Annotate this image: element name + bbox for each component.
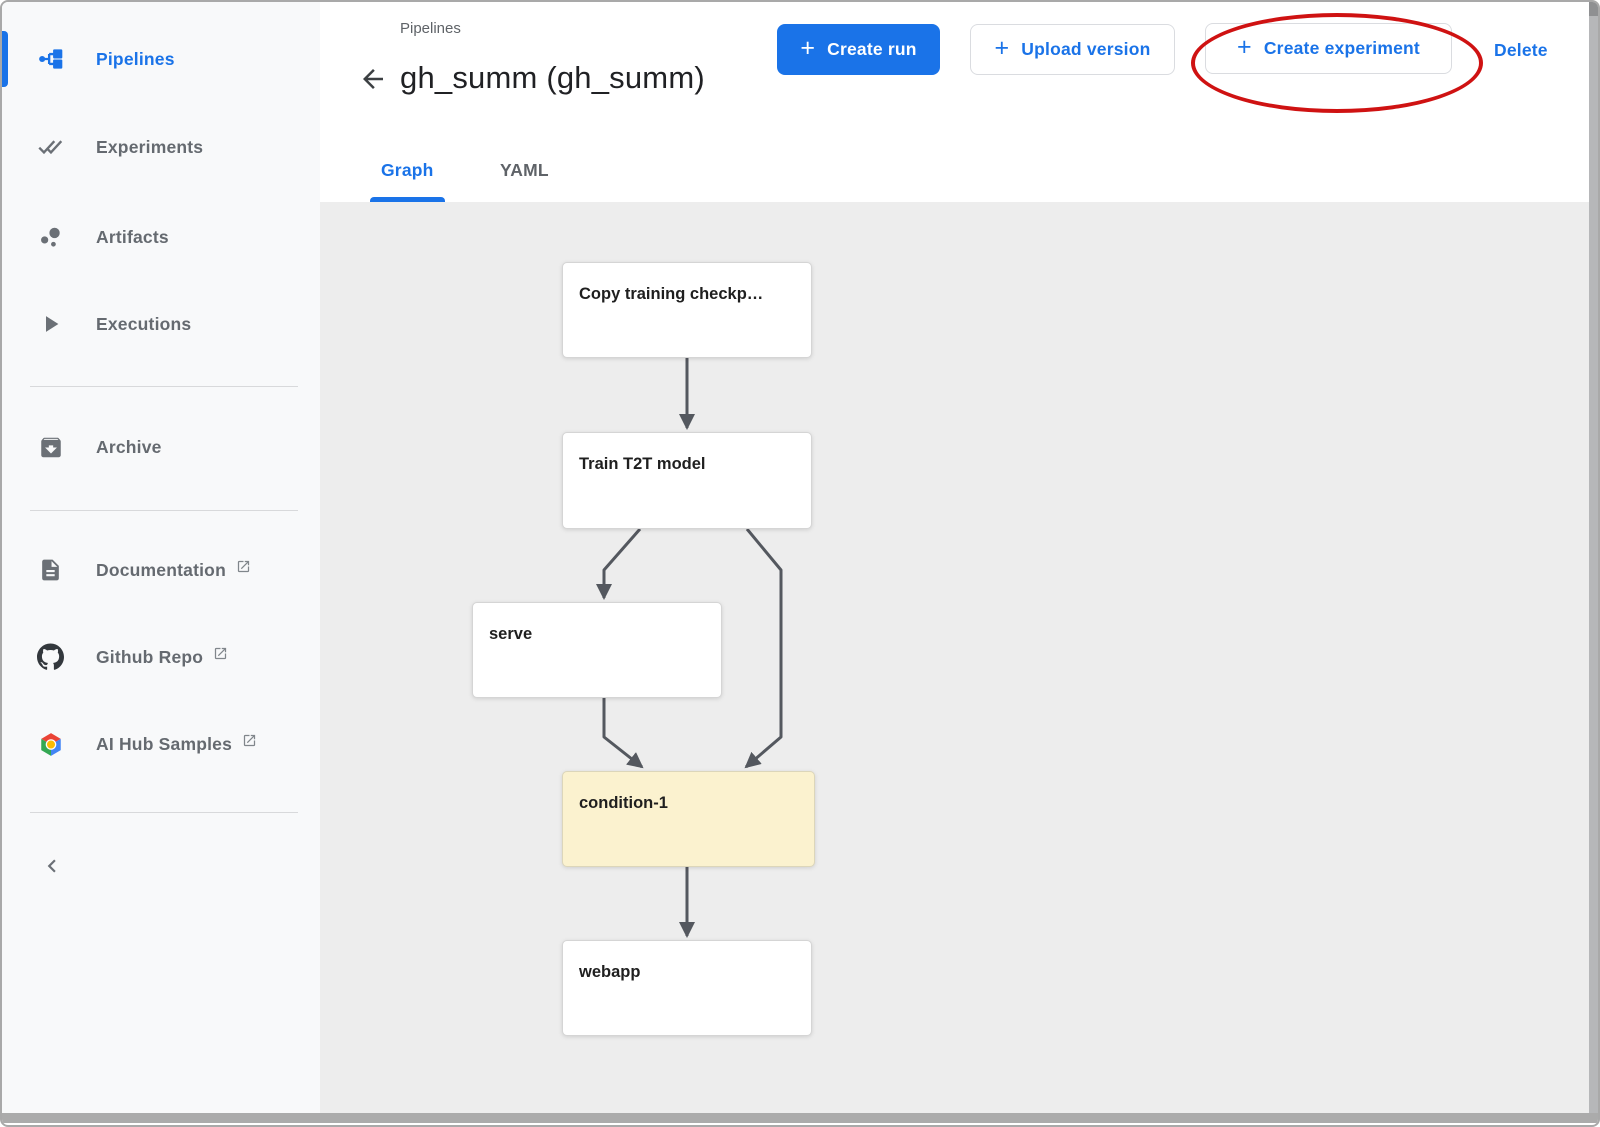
sidebar-item-label: Executions xyxy=(96,313,192,334)
tab-yaml[interactable]: YAML xyxy=(500,160,549,180)
sidebar-item-label: Artifacts xyxy=(96,226,169,247)
plus-icon: + xyxy=(1237,33,1252,61)
experiments-icon xyxy=(37,134,64,161)
graph-node-train-t2t-model[interactable]: Train T2T model xyxy=(562,432,812,529)
sidebar-collapse-button[interactable] xyxy=(32,848,72,888)
graph-node-copy-training-checkpoint[interactable]: Copy training checkp… xyxy=(562,262,812,358)
ai-hub-icon xyxy=(37,731,64,758)
sidebar-divider xyxy=(30,386,298,387)
sidebar-item-github-repo[interactable]: Github Repo xyxy=(2,629,320,685)
edge-train-to-serve xyxy=(596,528,642,600)
external-link-icon xyxy=(242,733,257,748)
graph-node-condition-1[interactable]: condition-1 xyxy=(562,771,815,867)
sidebar-item-documentation[interactable]: Documentation xyxy=(2,542,320,598)
horizontal-scrollbar[interactable] xyxy=(2,1113,1598,1123)
delete-button[interactable]: Delete xyxy=(1494,40,1548,60)
graph-node-serve[interactable]: serve xyxy=(472,602,722,698)
sidebar-divider xyxy=(30,812,298,813)
github-icon xyxy=(37,643,64,671)
external-link-icon xyxy=(236,559,251,574)
sidebar-item-label: Archive xyxy=(96,436,162,457)
page-title: gh_summ (gh_summ) xyxy=(400,60,705,95)
page-header: Pipelines gh_summ (gh_summ) + Create run… xyxy=(320,2,1589,121)
archive-icon xyxy=(37,434,64,461)
back-button[interactable] xyxy=(356,64,390,98)
document-icon xyxy=(37,557,64,584)
graph-node-webapp[interactable]: webapp xyxy=(562,940,812,1036)
sidebar-item-label: Pipelines xyxy=(96,48,175,69)
tab-bar: Graph YAML xyxy=(320,120,1589,202)
artifacts-icon xyxy=(37,224,64,251)
arrow-back-icon xyxy=(358,64,388,99)
sidebar-item-pipelines[interactable]: Pipelines xyxy=(2,31,320,87)
sidebar-item-label: AI Hub Samples xyxy=(96,733,233,754)
executions-icon xyxy=(37,311,64,338)
plus-icon: + xyxy=(800,34,816,62)
main-content: Pipelines gh_summ (gh_summ) + Create run… xyxy=(320,2,1589,1113)
pipelines-icon xyxy=(37,46,64,73)
pipeline-graph-canvas[interactable]: Copy training checkp… Train T2T model se… xyxy=(320,202,1589,1113)
sidebar-divider xyxy=(30,510,298,511)
edge-train-to-condition xyxy=(744,528,783,769)
vertical-scrollbar-thumb[interactable] xyxy=(1589,2,1598,16)
upload-version-button[interactable]: + Upload version xyxy=(970,24,1175,75)
chevron-left-icon xyxy=(39,853,65,884)
sidebar-item-ai-hub-samples[interactable]: AI Hub Samples xyxy=(2,716,320,772)
active-item-indicator xyxy=(2,31,8,87)
sidebar-item-label: Documentation xyxy=(96,559,226,580)
create-run-button[interactable]: + Create run xyxy=(777,24,940,75)
breadcrumb[interactable]: Pipelines xyxy=(400,20,461,37)
plus-icon: + xyxy=(994,34,1010,62)
sidebar-item-archive[interactable]: Archive xyxy=(2,419,320,475)
vertical-scrollbar[interactable] xyxy=(1589,2,1598,1113)
sidebar-item-label: Github Repo xyxy=(96,646,204,667)
sidebar-item-artifacts[interactable]: Artifacts xyxy=(2,209,320,265)
tab-graph[interactable]: Graph xyxy=(370,160,445,202)
external-link-icon xyxy=(213,646,228,661)
sidebar-item-experiments[interactable]: Experiments xyxy=(2,119,320,175)
graph-edges xyxy=(596,358,783,938)
sidebar-item-executions[interactable]: Executions xyxy=(2,296,320,352)
sidebar-item-label: Experiments xyxy=(96,136,204,157)
create-experiment-button[interactable]: + Create experiment xyxy=(1205,23,1452,74)
edge-serve-to-condition xyxy=(602,698,644,769)
sidebar: Pipelines Experiments Artifacts xyxy=(2,2,321,1113)
